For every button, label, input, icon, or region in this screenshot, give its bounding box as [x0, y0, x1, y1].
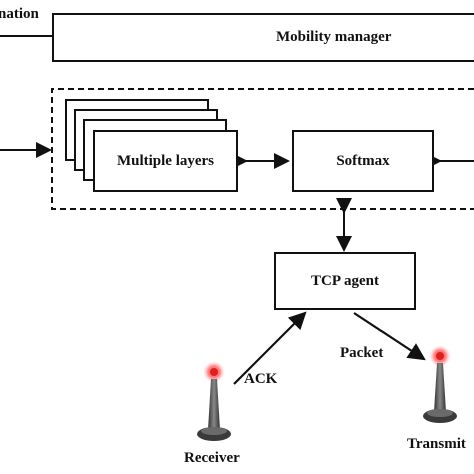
- transmitter-antenna-icon: [423, 345, 457, 423]
- ack-arrow: [233, 311, 307, 385]
- mobility-manager-box: [52, 13, 474, 62]
- transmitter-label: Transmit: [407, 436, 466, 452]
- mobility-manager-label: Mobility manager: [276, 29, 392, 45]
- softmax-box: Softmax: [292, 130, 434, 192]
- dashed-container: [51, 88, 474, 210]
- receiver-antenna-icon: [197, 361, 231, 441]
- multiple-layers-box: Multiple layers: [93, 130, 238, 192]
- receiver-label: Receiver: [184, 450, 240, 466]
- packet-arrow: [353, 312, 426, 361]
- tcp-agent-label: TCP agent: [311, 272, 379, 289]
- packet-label: Packet: [340, 345, 384, 361]
- information-label: nation: [0, 6, 39, 22]
- tcp-agent-box: TCP agent: [274, 252, 416, 310]
- ack-label: ACK: [244, 371, 278, 387]
- multiple-layers-label: Multiple layers: [116, 152, 215, 169]
- softmax-label: Softmax: [336, 152, 390, 169]
